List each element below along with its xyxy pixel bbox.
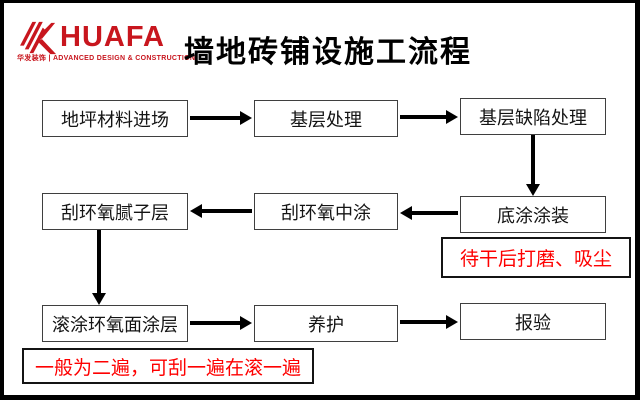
brand-name: HUAFA [60,21,165,53]
flow-node-base-treatment: 基层处理 [254,100,398,137]
arrow-right-4 [400,315,458,329]
slide-canvas: HUAFA 华发装饰 | ADVANCED DESIGN & CONSTRUCT… [4,3,635,395]
annotation-two-coats: 一般为二遍，可刮一遍在滚一遍 [22,348,314,384]
flow-node-curing: 养护 [254,305,398,342]
arrow-down-1 [526,135,540,196]
flow-node-inspection: 报验 [460,303,606,340]
annotation-sand-and-vacuum: 待干后打磨、吸尘 [441,237,631,278]
page-title: 墙地砖铺设施工流程 [184,36,472,69]
arrow-right-3 [190,316,252,330]
arrow-right-1 [190,111,252,125]
flow-node-primer-coating: 底涂涂装 [460,196,606,233]
arrowhead-icon [240,316,252,330]
arrowhead-icon [400,206,412,220]
arrow-right-2 [400,110,458,124]
arrowhead-icon [446,315,458,329]
flow-node-epoxy-mid-coat: 刮环氧中涂 [254,193,398,230]
flow-node-epoxy-top-coat: 滚涂环氧面涂层 [42,305,188,342]
arrow-left-2 [190,204,252,218]
arrow-left-1 [400,206,458,220]
arrowhead-icon [446,110,458,124]
huafa-k-icon [20,21,57,55]
brand-tagline: 华发装饰 | ADVANCED DESIGN & CONSTRUCTION [17,55,196,62]
arrowhead-icon [526,184,540,196]
flow-node-materials-entry: 地坪材料进场 [42,100,188,137]
arrow-down-2 [92,230,106,305]
flow-node-epoxy-putty-layer: 刮环氧腻子层 [42,193,188,230]
arrowhead-icon [92,293,106,305]
arrowhead-icon [240,111,252,125]
arrowhead-icon [190,204,202,218]
flow-node-base-defect-treatment: 基层缺陷处理 [460,98,606,135]
